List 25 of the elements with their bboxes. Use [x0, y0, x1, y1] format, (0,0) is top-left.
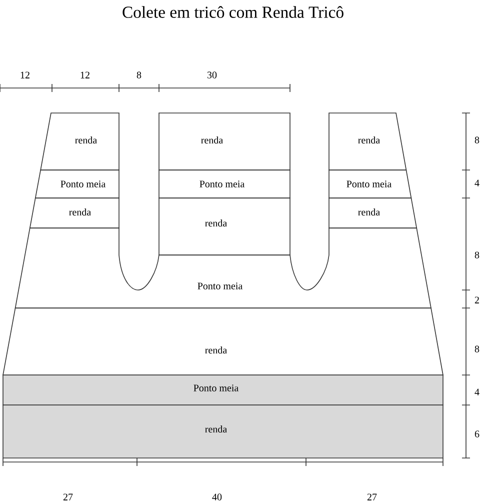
dimension-label: 27 [367, 494, 377, 500]
dimension-label: 40 [212, 494, 222, 500]
dimension-label: 2 [474, 296, 479, 304]
dimension-label: 8 [136, 72, 142, 78]
pattern-section: renda [328, 112, 407, 170]
pattern-section: Ponto meia [2, 374, 444, 406]
pattern-section: Ponto meia [158, 170, 290, 198]
dimension-label: 4 [474, 388, 480, 396]
pattern-section: renda [2, 404, 444, 458]
dimension-label: 8 [474, 136, 480, 144]
pattern-section: renda [328, 198, 418, 228]
title: Colete em tricô com Renda Tricô [122, 6, 344, 18]
dimension-label: 4 [474, 180, 480, 186]
pattern-section: renda [158, 112, 290, 170]
dimension-label: 27 [63, 494, 73, 500]
pattern-section: renda [158, 198, 290, 256]
pattern-section: Ponto meia [14, 228, 432, 308]
dimension-label: 12 [80, 72, 90, 78]
pattern-section: Ponto meia [328, 170, 412, 198]
dimension-label: 30 [207, 72, 217, 78]
dimension-label: 6 [474, 430, 480, 438]
dimension-label: 12 [20, 72, 30, 78]
dimension-label: 8 [474, 252, 480, 258]
dimension-label: 8 [474, 346, 480, 352]
pattern-section: renda [40, 112, 120, 170]
